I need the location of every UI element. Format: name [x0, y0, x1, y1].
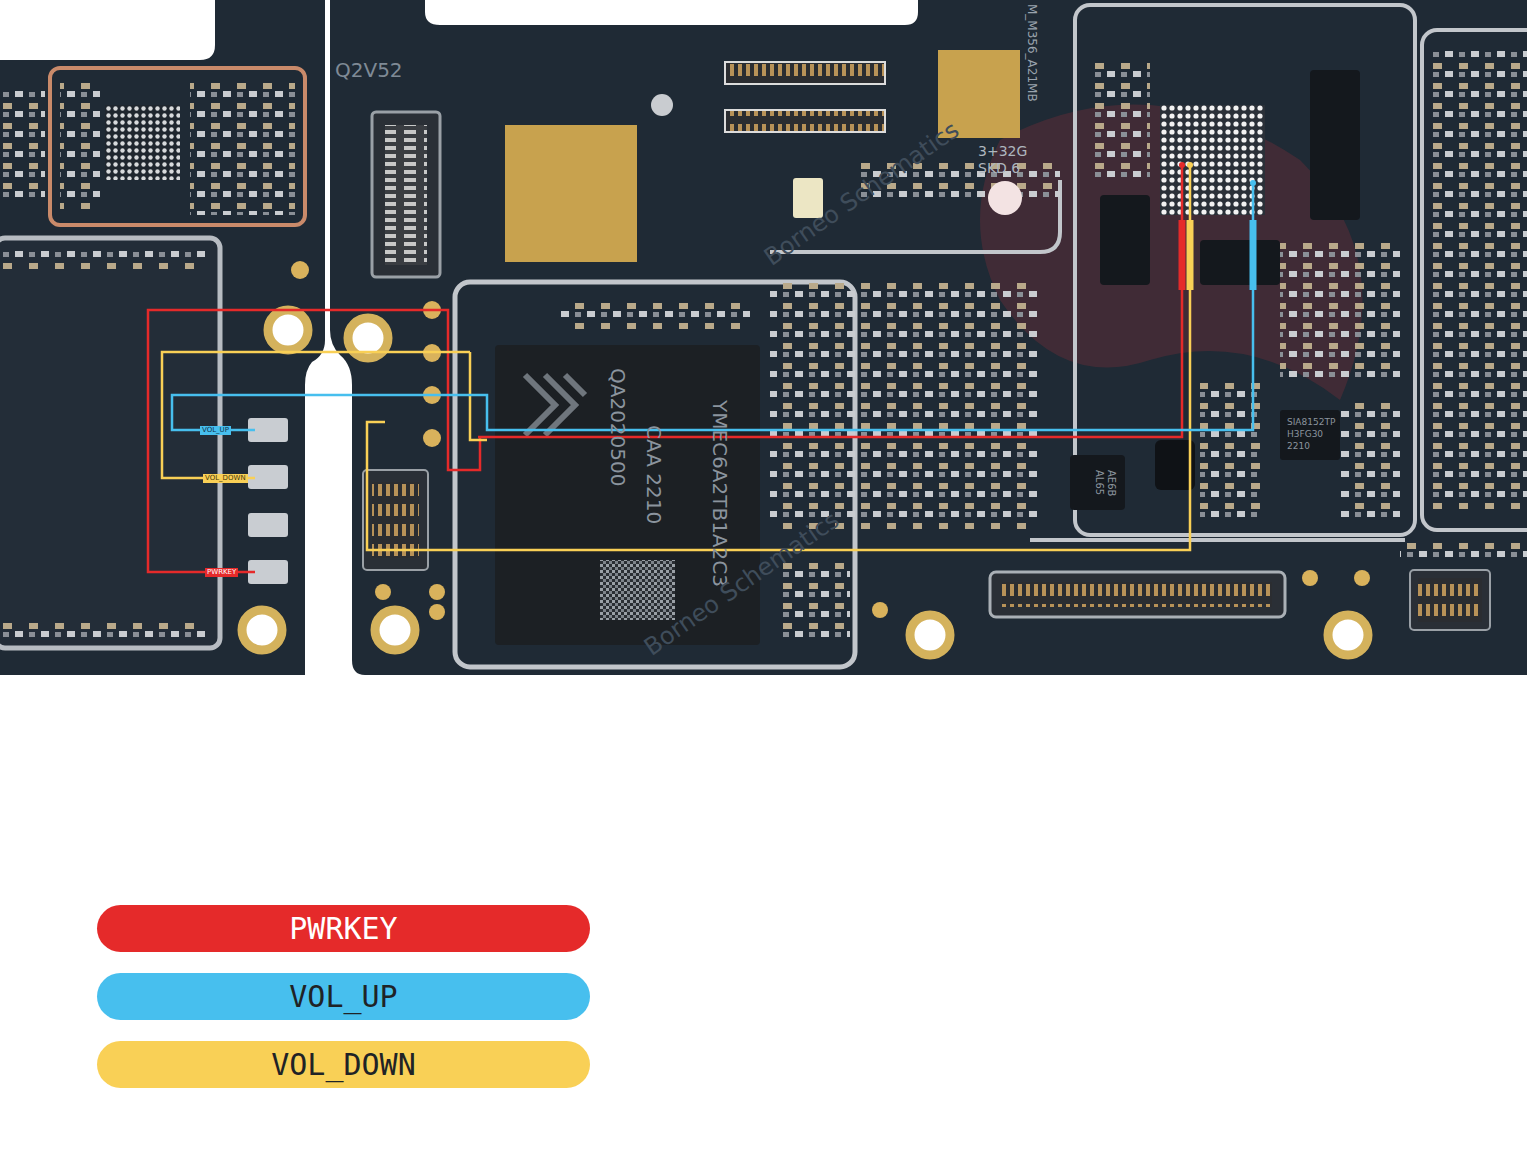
legend-text: VOL_UP [289, 982, 397, 1012]
chip [1100, 195, 1150, 285]
signal-name: PWRKEY [205, 568, 238, 577]
shield-frame [50, 68, 305, 225]
chip [1200, 240, 1280, 285]
passive-parts [1200, 380, 1260, 520]
chip [1070, 455, 1125, 510]
screw-hole [910, 615, 950, 655]
chip-marking: AE6B [1106, 470, 1116, 496]
screw-hole [1328, 615, 1368, 655]
passive-parts [780, 560, 850, 640]
passive-parts [1090, 60, 1150, 180]
test-point [1302, 570, 1318, 586]
chip-marking: 2210 [1287, 442, 1310, 451]
test-point [375, 584, 391, 600]
watermark: Borneo Schematics [640, 507, 843, 659]
vol-up-trace [172, 183, 1253, 430]
pwrkey-trace [1179, 220, 1186, 290]
board-marking: M_M356_A21MB [1026, 4, 1038, 102]
board-marking: 3+32G [978, 144, 1027, 158]
passive-parts [560, 300, 750, 330]
pwrkey-trace [432, 310, 480, 470]
passive-parts [0, 90, 45, 200]
chip [1280, 410, 1340, 460]
bga-chip [105, 105, 180, 180]
trace-end [1179, 162, 1185, 168]
screw-hole [268, 310, 308, 350]
connector-pins [725, 62, 885, 84]
chip-marking: H3FG30 [1287, 430, 1323, 439]
vol-down-trace [162, 352, 470, 478]
chip-marking: YMEC6A2TB1A2C3 [710, 400, 730, 587]
gold-pad [505, 125, 637, 262]
signal-name: VOL_UP [200, 426, 231, 435]
chip-logo [525, 375, 585, 435]
board-connector [363, 470, 428, 570]
connector-pins [1418, 578, 1482, 622]
shield-frame [1075, 5, 1415, 535]
chip-marking: SIA8152TP [1287, 418, 1335, 427]
test-point [1354, 570, 1370, 586]
legend-swatch: PWRKEY [97, 905, 590, 952]
passive-parts [770, 280, 1040, 530]
watermark: Borneo Schematics [760, 117, 963, 269]
test-point [291, 261, 309, 279]
legend-text: VOL_DOWN [271, 1050, 416, 1080]
passive-parts [1280, 240, 1400, 380]
chip [1310, 70, 1360, 220]
board-connector [990, 572, 1285, 617]
passive-parts [1400, 540, 1527, 560]
passive-parts [60, 80, 100, 210]
screw-hole [242, 610, 282, 650]
passive-parts [0, 250, 210, 270]
legend-swatch: VOL_UP [97, 973, 590, 1020]
passive-parts [0, 620, 210, 640]
shield-frame [0, 238, 220, 648]
connector-pins [372, 482, 419, 558]
passive-parts [1430, 50, 1527, 510]
connector-pins [385, 125, 427, 265]
legend-swatch: VOL_DOWN [97, 1041, 590, 1088]
test-point [429, 584, 445, 600]
trace-end [1187, 162, 1193, 168]
test-point [651, 94, 673, 116]
vol-down-trace [367, 165, 1190, 550]
test-point [872, 602, 888, 618]
passive-parts [190, 80, 295, 215]
test-point [429, 604, 445, 620]
board-marking: Q2V52 [335, 60, 403, 80]
connector-pins [725, 110, 885, 132]
shield-wall [1030, 538, 1405, 542]
marker [988, 181, 1022, 215]
board-marking: SKD 6 [978, 161, 1020, 175]
signal-name: VOL_DOWN [203, 474, 248, 483]
screw-hole [375, 610, 415, 650]
chip-marking: AL65 [1094, 470, 1104, 495]
board-connector [372, 112, 440, 277]
test-point [423, 429, 441, 447]
connector-pins [1002, 582, 1272, 607]
shield-frame [1422, 30, 1527, 530]
chip-marking: CAA 2210 [644, 425, 664, 524]
chip-marking: QA2020500 [608, 368, 628, 487]
key-pad [248, 513, 288, 537]
qr-code [600, 560, 675, 620]
pcb-right [330, 0, 1527, 675]
vol-down-trace [1187, 220, 1194, 290]
board-connector [1410, 570, 1490, 630]
bga-chip [1160, 105, 1265, 215]
legend-text: PWRKEY [289, 914, 397, 944]
vol-up-trace [1250, 220, 1257, 290]
trace-end [1250, 180, 1256, 186]
pwrkey-trace [148, 310, 432, 572]
passive-parts [1340, 400, 1400, 520]
